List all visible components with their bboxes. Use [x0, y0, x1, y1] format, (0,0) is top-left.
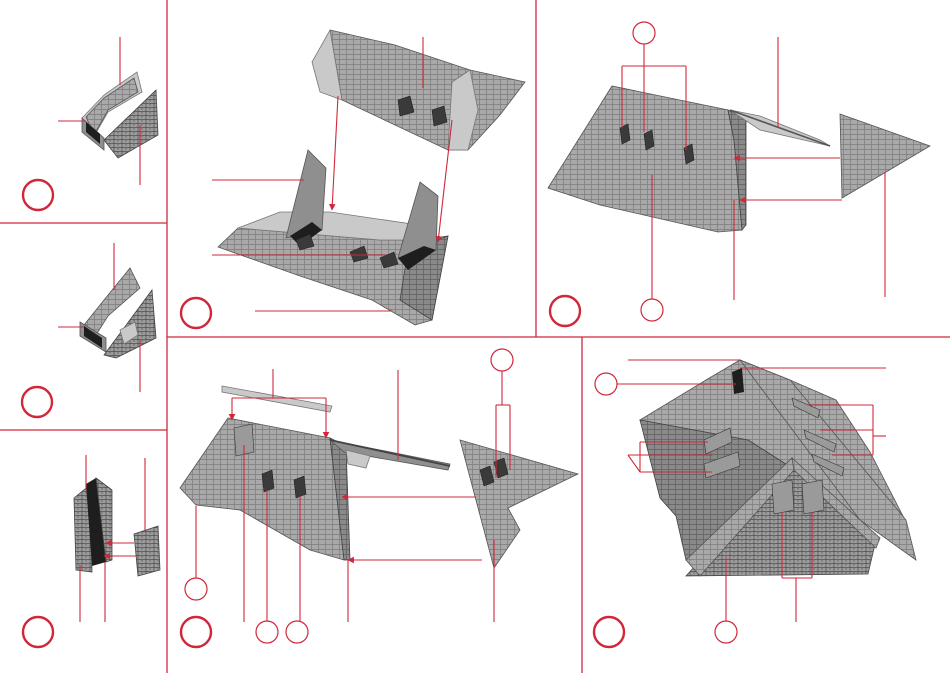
roof-gable-attachment-illustration	[548, 86, 930, 232]
panel-2	[22, 243, 156, 417]
step-number-circle	[594, 617, 624, 647]
panel-5	[548, 22, 930, 326]
callout-circle	[491, 349, 513, 371]
chimney-wall-assembly-illustration	[74, 478, 160, 576]
step-number-circle	[23, 180, 53, 210]
finished-roof-illustration	[640, 360, 916, 576]
callout-circle	[633, 22, 655, 44]
callout-circle	[595, 373, 617, 395]
roof-folding-illustration	[218, 30, 525, 325]
roof-ridge-attachment-illustration	[180, 386, 578, 568]
callout-circle	[641, 299, 663, 321]
step-number-circle	[181, 617, 211, 647]
step-number-circle	[550, 296, 580, 326]
callout-circle	[715, 621, 737, 643]
panel-3	[23, 455, 160, 647]
panel-1	[23, 37, 158, 210]
panel-7	[594, 360, 916, 647]
callout-circle	[286, 621, 308, 643]
panel-6	[180, 349, 578, 647]
panel-4	[181, 30, 525, 328]
gable-wall-assembly-illustration	[80, 268, 156, 358]
callout-circle	[185, 578, 207, 600]
step-number-circle	[181, 298, 211, 328]
step-number-circle	[22, 387, 52, 417]
callout-circle	[256, 621, 278, 643]
step-number-circle	[23, 617, 53, 647]
